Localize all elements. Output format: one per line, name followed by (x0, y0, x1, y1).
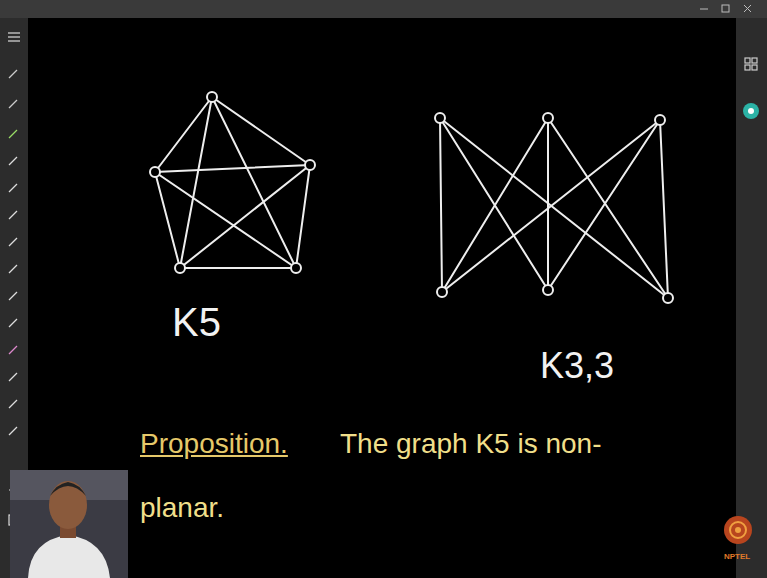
k5-edges (155, 97, 310, 268)
toolbar-icons (8, 33, 20, 525)
right-panel (736, 18, 767, 578)
panel-icons (743, 58, 759, 119)
k33-edges (440, 118, 668, 298)
proposition-heading: Proposition. (140, 412, 288, 476)
graph-name: K3,3 (540, 345, 614, 387)
graph-vertices (150, 92, 673, 303)
logo-text: NPTEL (724, 552, 750, 561)
window-controls (700, 5, 751, 12)
graph-name: K5 (172, 300, 221, 345)
nptel-logo (724, 516, 752, 544)
presenter-video (10, 470, 128, 578)
title-bar (0, 0, 767, 18)
proposition-text: The graph K5 is non-planar. (140, 412, 680, 540)
